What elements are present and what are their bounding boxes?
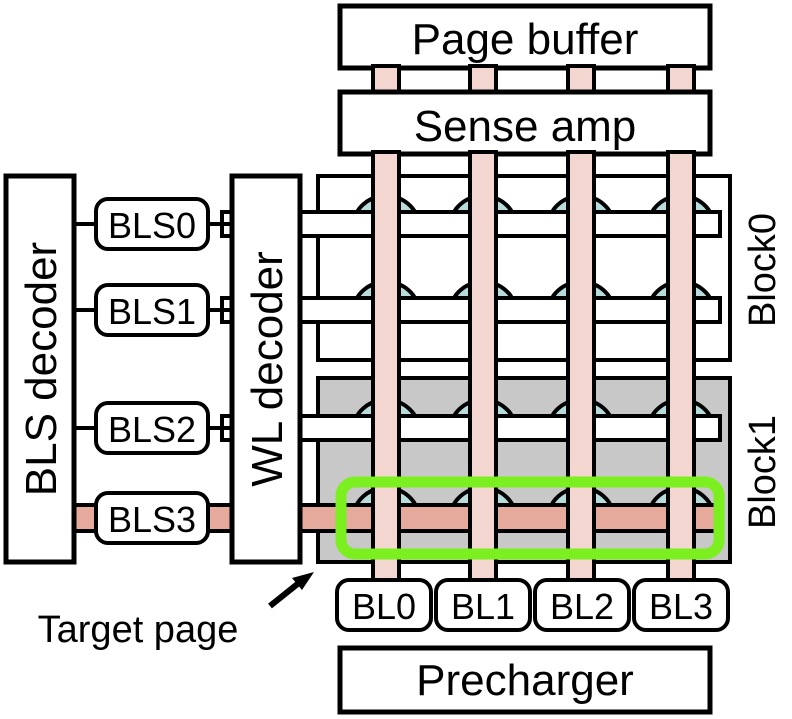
precharger-box (337, 645, 713, 715)
sense-amp-label: Sense amp (414, 102, 637, 151)
block1-label: Block1 (742, 415, 784, 529)
bls-decoder-label: BLS decoder (17, 242, 66, 496)
bls-decoder-box (3, 173, 77, 565)
bls-label-3: BLS3 (108, 499, 196, 540)
bitline-0 (371, 150, 401, 582)
block0-label: Block0 (742, 213, 784, 327)
sense-amp-box (337, 89, 713, 157)
bl-box-0 (335, 578, 433, 632)
target-page-highlight (335, 476, 725, 560)
bl-box-1 (434, 578, 532, 632)
target-page-label: Target page (38, 609, 239, 651)
bl-box-2 (533, 578, 631, 632)
bls-label-0: BLS0 (108, 205, 196, 246)
bls-label-1: BLS1 (108, 291, 196, 332)
bl-label-0: BL0 (352, 586, 416, 627)
wl-decoder-box (229, 173, 303, 565)
bl-label-2: BL2 (550, 586, 614, 627)
page-buffer-label: Page buffer (412, 15, 639, 64)
bl-label-3: BL3 (649, 586, 713, 627)
bls-box-0 (94, 197, 210, 251)
bitline-2 (566, 150, 596, 582)
page-buffer-box (337, 3, 713, 71)
wl-decoder-label: WL decoder (243, 251, 292, 487)
bls-box-3 (94, 491, 210, 545)
target-page-arrow-icon (268, 572, 314, 609)
bl-label-boxes (335, 578, 730, 632)
bitline-3 (666, 150, 696, 582)
bl-label-1: BL1 (451, 586, 515, 627)
bls-box-2 (94, 401, 210, 455)
bl-box-3 (632, 578, 730, 632)
bls-box-1 (94, 283, 210, 337)
bls-label-2: BLS2 (108, 409, 196, 450)
precharger-label: Precharger (416, 656, 634, 705)
bls-label-boxes (94, 197, 210, 545)
bitline-1 (468, 150, 498, 582)
